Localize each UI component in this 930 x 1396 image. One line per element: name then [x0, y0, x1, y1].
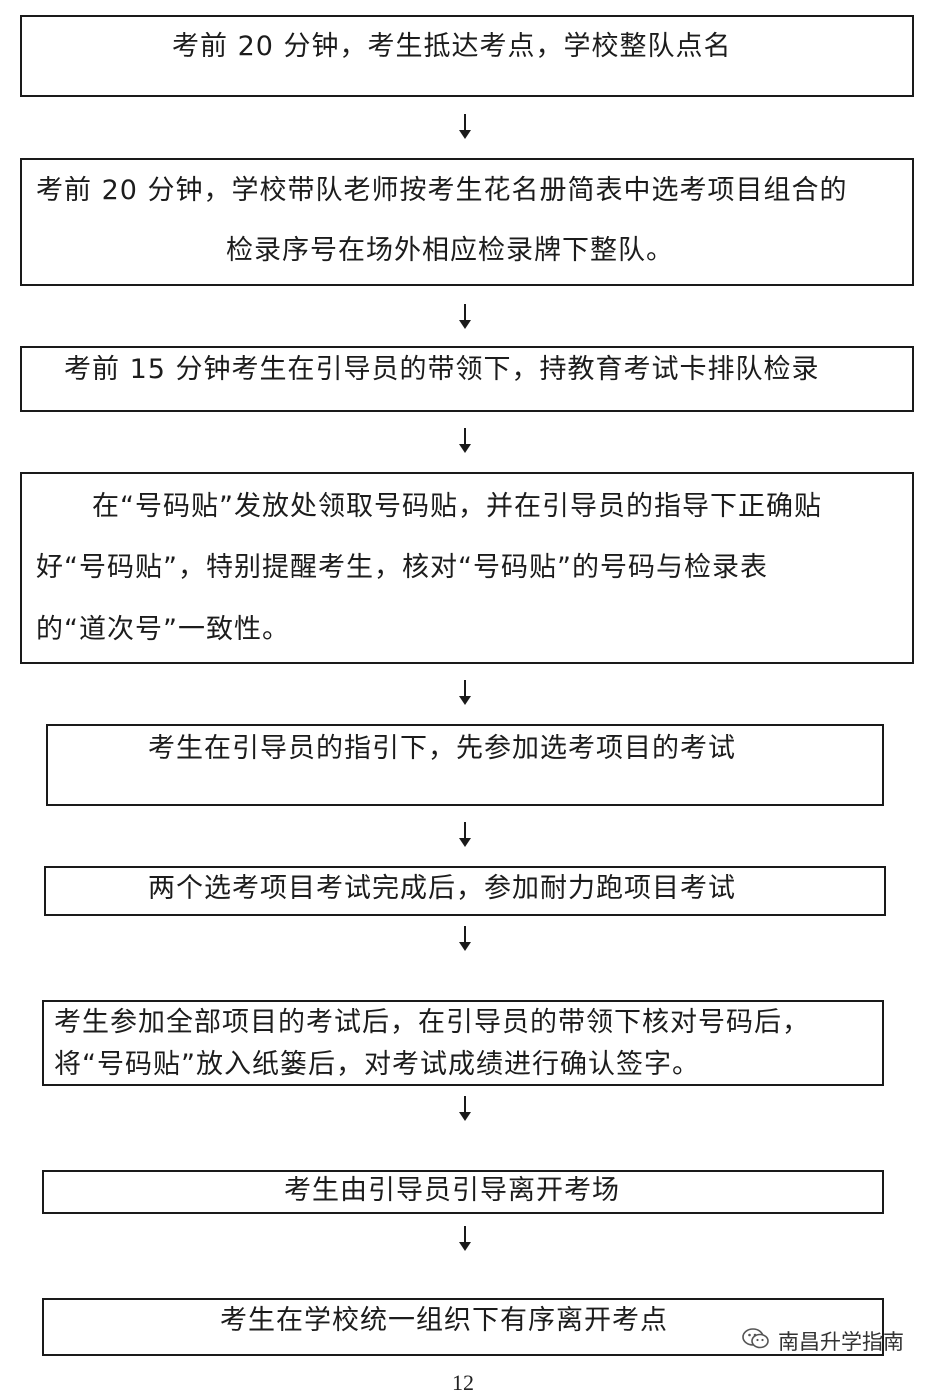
flow-step-4-text-line-3: 的“道次号”一致性。 — [36, 614, 290, 645]
flow-step-7 — [42, 1000, 884, 1086]
flow-step-9-text: 考生在学校统一组织下有序离开考点 — [220, 1305, 668, 1336]
down-arrow-icon — [458, 680, 472, 706]
flow-step-5 — [46, 724, 884, 806]
flow-step-7-text-line-2: 将“号码贴”放入纸篓后，对考试成绩进行确认签字。 — [54, 1049, 700, 1080]
down-arrow-icon — [458, 428, 472, 454]
down-arrow-icon — [458, 1226, 472, 1252]
flow-step-5-text: 考生在引导员的指引下，先参加选考项目的考试 — [148, 733, 736, 764]
flow-step-6-text: 两个选考项目考试完成后，参加耐力跑项目考试 — [148, 873, 736, 904]
flow-step-9 — [42, 1298, 884, 1356]
down-arrow-icon — [458, 926, 472, 952]
flow-step-4-text-line-1: 在“号码贴”发放处领取号码贴，并在引导员的指导下正确贴 — [92, 491, 822, 522]
down-arrow-icon — [458, 304, 472, 330]
down-arrow-icon — [458, 114, 472, 140]
down-arrow-icon — [458, 822, 472, 848]
flow-step-1 — [20, 15, 914, 97]
flow-step-2-text-line-2: 检录序号在场外相应检录牌下整队。 — [226, 235, 674, 266]
flow-step-3-text: 考前 15 分钟考生在引导员的带领下，持教育考试卡排队检录 — [64, 354, 820, 385]
flow-step-4 — [20, 472, 914, 664]
watermark-text: 南昌升学指南 — [778, 1330, 904, 1354]
flow-step-4-text-line-2: 好“号码贴”，特别提醒考生，核对“号码贴”的号码与检录表 — [36, 552, 768, 583]
flow-step-2-text-line-1: 考前 20 分钟，学校带队老师按考生花名册简表中选考项目组合的 — [36, 175, 848, 206]
wechat-icon — [742, 1327, 770, 1356]
flow-step-7-text-line-1: 考生参加全部项目的考试后，在引导员的带领下核对号码后， — [54, 1007, 810, 1038]
page-number: 12 — [452, 1370, 474, 1395]
watermark: 南昌升学指南 — [742, 1326, 904, 1356]
flow-step-3 — [20, 346, 914, 412]
flow-step-6 — [44, 866, 886, 916]
flow-step-8-text: 考生由引导员引导离开考场 — [284, 1175, 620, 1206]
flow-step-2 — [20, 158, 914, 286]
flow-step-8 — [42, 1170, 884, 1214]
flow-step-1-text: 考前 20 分钟，考生抵达考点，学校整队点名 — [172, 31, 732, 62]
down-arrow-icon — [458, 1096, 472, 1122]
